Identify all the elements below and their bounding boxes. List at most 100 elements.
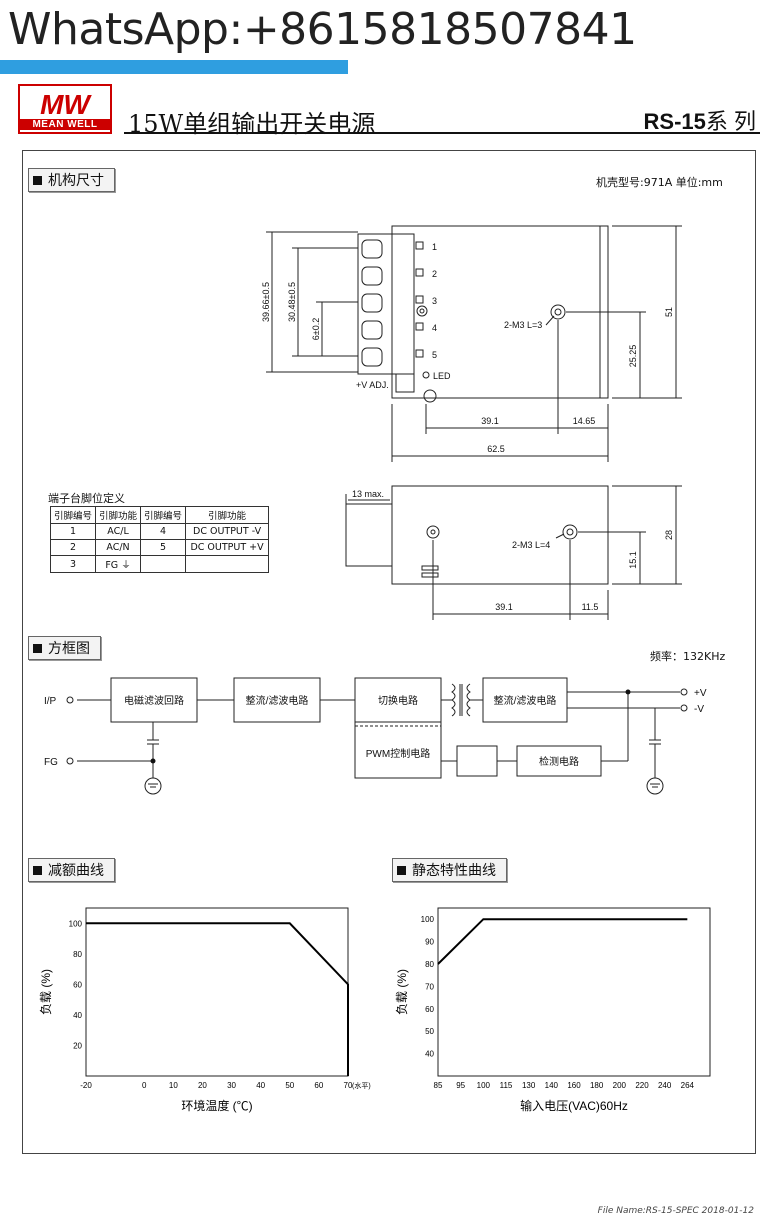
- dim-1465: 14.65: [573, 416, 596, 426]
- terminal-block: [357, 233, 424, 393]
- pin-cell: [185, 555, 270, 573]
- accent-bar: [0, 60, 348, 74]
- y-tick-label: 60: [73, 980, 82, 989]
- derating-line: [86, 922, 349, 1076]
- section-derating: 减额曲线: [28, 858, 115, 882]
- pin-cell: AC/N: [95, 539, 142, 556]
- x-tick-label: 200: [613, 1081, 627, 1090]
- pin-cell: 5: [140, 539, 187, 556]
- x-tick-label: 40: [256, 1081, 265, 1090]
- dim-2525: 25.25: [628, 345, 638, 368]
- section-mechanical: 机构尺寸: [28, 168, 115, 192]
- x-tick-label: 100: [477, 1081, 491, 1090]
- label-ip: I/P: [44, 696, 57, 707]
- table-row: 1 AC/L 4 DC OUTPUT -V: [49, 523, 270, 540]
- x-tick-label: 20: [198, 1081, 207, 1090]
- optocoupler-icon: [456, 745, 498, 777]
- block-diagram: I/P FG 电磁滤波回路 整流/滤波电路 切换电路 PWM控制电路 整流/滤波…: [44, 677, 707, 795]
- terminal-label: 1: [432, 242, 437, 252]
- section-block-diagram: 方框图: [28, 636, 101, 660]
- terminal-label: 3: [432, 296, 437, 306]
- x-tick-label: 0: [142, 1081, 147, 1090]
- title-rule: [124, 132, 760, 134]
- spec-frame: [22, 150, 756, 1154]
- footer-filename: File Name:RS-15-SPEC 2018-01-12: [597, 1206, 754, 1216]
- label-fg: FG: [44, 757, 58, 768]
- mw-logo-icon: MW: [40, 89, 92, 118]
- section-derating-title: 减额曲线: [48, 863, 104, 879]
- transformer-secondary-icon: [466, 683, 471, 717]
- pwm-label: PWM控制电路: [366, 747, 430, 760]
- y-tick-label: 20: [73, 1041, 82, 1050]
- y-tick-label: 50: [425, 1027, 434, 1036]
- section-static-title: 静态特性曲线: [412, 863, 496, 879]
- emi-label: 电磁滤波回路: [124, 694, 184, 707]
- dim-6: 6±0.2: [311, 318, 321, 340]
- dim-115: 11.5: [582, 602, 599, 612]
- dim-625: 62.5: [487, 444, 505, 454]
- pin-header: 引脚功能: [95, 506, 142, 524]
- table-row: 2 AC/N 5 DC OUTPUT +V: [49, 539, 270, 556]
- section-mechanical-title: 机构尺寸: [48, 173, 104, 189]
- pin-header: 引脚编号: [49, 506, 97, 524]
- table-row: 3 FG ⏚: [49, 555, 270, 573]
- label-vplus: +V: [694, 688, 707, 699]
- x-tick-label: -20: [80, 1081, 92, 1090]
- pin-cell: 3: [49, 555, 97, 573]
- dim-13max: 13 max.: [352, 489, 384, 499]
- terminal-label: 5: [432, 350, 437, 360]
- x-tick-label: 220: [635, 1081, 649, 1090]
- x-tick-label: 115: [500, 1081, 513, 1090]
- pin-cell: 2: [49, 539, 97, 556]
- dim-391: 39.1: [481, 416, 499, 426]
- mechanical-drawing: 39.66±0.5 30.48±0.5 6±0.2 51 25.25 39.1 …: [261, 225, 682, 620]
- x-tick-label: 240: [658, 1081, 672, 1090]
- y-tick-label: 40: [425, 1050, 434, 1059]
- y-tick-label: 100: [69, 919, 83, 928]
- y-axis-label: 负载 (%): [395, 969, 409, 1015]
- pin-cell: 4: [140, 523, 187, 540]
- dim-391b: 39.1: [495, 602, 513, 612]
- pin-header: 引脚编号: [140, 506, 187, 524]
- rectifier1-label: 整流/滤波电路: [246, 694, 309, 707]
- section-block-title: 方框图: [48, 641, 90, 657]
- frequency-note: 频率：132KHz: [650, 650, 726, 663]
- logo-text: MEAN WELL: [20, 119, 110, 130]
- x-tick-label: 70: [344, 1081, 353, 1090]
- svg-text:MW: MW: [40, 89, 92, 118]
- x-tick-label: 130: [522, 1081, 536, 1090]
- dim-3048: 30.48±0.5: [287, 282, 297, 322]
- x-tick-label: 10: [169, 1081, 178, 1090]
- pin-cell: AC/L: [95, 523, 142, 540]
- x-tick-label: 85: [434, 1081, 443, 1090]
- y-tick-label: 70: [425, 982, 434, 991]
- switch-label: 切换电路: [378, 694, 418, 707]
- pwm-block: [354, 721, 442, 779]
- pin-cell: [140, 555, 187, 573]
- plot-area: [437, 907, 711, 1077]
- x-tick-label: 95: [456, 1081, 465, 1090]
- terminal-label: 4: [432, 323, 437, 333]
- pin-cell: DC OUTPUT +V: [185, 539, 270, 556]
- static-line: [437, 918, 688, 965]
- pin-cell: DC OUTPUT -V: [185, 523, 270, 540]
- pin-cell: 1: [49, 523, 97, 540]
- x-tick-label: 50: [285, 1081, 294, 1090]
- y-tick-label: 80: [73, 950, 82, 959]
- x-tick-label: 160: [567, 1081, 581, 1090]
- pin-header: 引脚功能: [185, 506, 270, 524]
- x-axis-label: 输入电压(VAC)60Hz: [520, 1098, 628, 1113]
- case-note: 机壳型号:971A 单位:mm: [596, 176, 723, 189]
- x-tick-label: 180: [590, 1081, 604, 1090]
- x-tick-label: 264: [681, 1081, 695, 1090]
- rectifier2-label: 整流/滤波电路: [494, 694, 557, 707]
- label-m3l4: 2-M3 L=4: [512, 540, 550, 550]
- y-axis-label: 负载 (%): [39, 969, 53, 1015]
- x-tick-label: 60: [314, 1081, 323, 1090]
- x-axis-label: 环境温度 (℃): [181, 1098, 252, 1113]
- label-led: LED: [433, 371, 451, 381]
- pin-cell: FG ⏚: [95, 555, 142, 573]
- dim-51: 51: [664, 307, 674, 317]
